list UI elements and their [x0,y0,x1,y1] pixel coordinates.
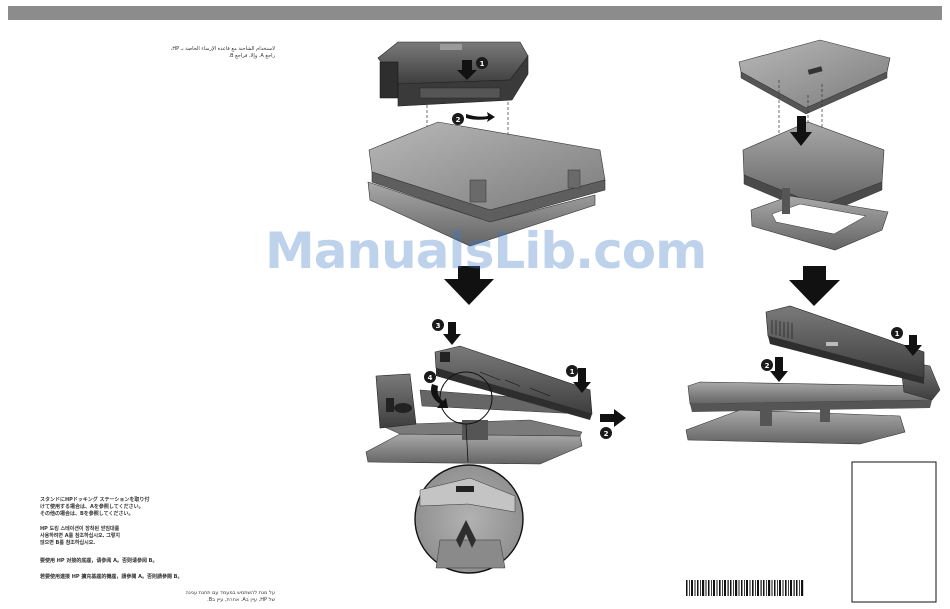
laptop-illustration-b [765,305,925,384]
header-bar [8,6,942,20]
korean-instruction: HP 도킹 스테이션이 장착된 받침대를 사용하려면 A를 참조하십시오. 그렇… [40,526,190,547]
right-arrow-icon [600,409,626,427]
hebrew-line-1: על מנת להשתמש במעמד עם תחנת עגינה [185,590,275,596]
step-marker: 4 [424,371,436,383]
pull-arrow-icon [466,112,495,122]
step-marker-label: 2 [604,430,609,438]
japanese-line-1: スタンドにHPドッキング ステーションを取り付 [40,497,150,503]
label-box [851,461,937,603]
japanese-instruction: スタンドにHPドッキング ステーションを取り付 けて使用する場合は、Aを参照して… [40,497,190,518]
laptop-illustration-a [434,345,593,420]
arabic-line-2: راجع A. وإلا، فراجع B. [228,53,275,59]
dock-station-illustration [377,41,529,145]
barcode [686,580,804,596]
step-marker: 3 [432,319,444,331]
step-marker: 1 [566,365,578,377]
step-marker-label: 1 [570,368,575,376]
hebrew-instruction: על מנת להשתמש במעמד עם תחנת עגינה של HP,… [150,590,275,604]
down-arrow-icon [573,368,591,393]
step-marker: 2 [600,427,612,439]
korean-line-1: HP 도킹 스테이션이 장착된 받침대를 [40,526,120,532]
down-arrow-icon [770,357,788,382]
step-marker-label: 2 [765,362,770,370]
down-arrow-icon [904,335,922,356]
hebrew-line-2: של HP, עיין בA. אחרת, עיין בB. [207,597,275,603]
step-marker-label: 3 [436,322,441,330]
curved-arrow-icon [431,384,448,408]
japanese-line-2: けて使用する場合は、Aを参照してください。 [40,504,144,510]
korean-line-2: 사용하려면 A를 참조하십시오. 그렇지 [40,533,120,539]
big-down-arrow-icon [789,266,840,306]
step-marker-label: 1 [895,330,900,338]
stand-illustration-a [367,121,606,247]
step-marker: 2 [761,359,773,371]
chinese-simplified-instruction: 要使用 HP 对接的底座，请参阅 A。否则请参阅 B。 [40,558,158,564]
arabic-line-1: لاستخدام الشاحنة مع قاعدة الإرساء الخاصة… [170,46,275,52]
step-marker: 2 [452,113,464,125]
plate-illustration [738,39,891,170]
stand-illustration-b [742,121,889,251]
down-arrow-icon [790,116,812,146]
chinese-traditional-instruction: 若要使用連接 HP 擴充基座的機座，請參閱 A。否則請參閱 B。 [40,574,183,580]
korean-line-3: 않으면 B를 참조하십시오. [40,540,96,546]
step-marker-label: 1 [480,60,485,68]
arabic-instruction: لاستخدام الشاحنة مع قاعدة الإرساء الخاصة… [150,46,275,60]
step-marker-label: 4 [428,374,433,382]
down-arrow-icon [443,322,461,345]
step-marker: 1 [891,327,903,339]
zoom-detail-circle [414,464,524,574]
step-marker: 1 [476,57,488,69]
down-arrow-icon [457,60,477,80]
step-marker-label: 2 [456,116,461,124]
japanese-line-3: その他の場合は、Bを参照してください。 [40,511,134,517]
big-down-arrow-icon [444,266,494,305]
dock-stand-assembly-a [365,373,583,465]
watermark: ManualsLib.com [265,222,707,280]
